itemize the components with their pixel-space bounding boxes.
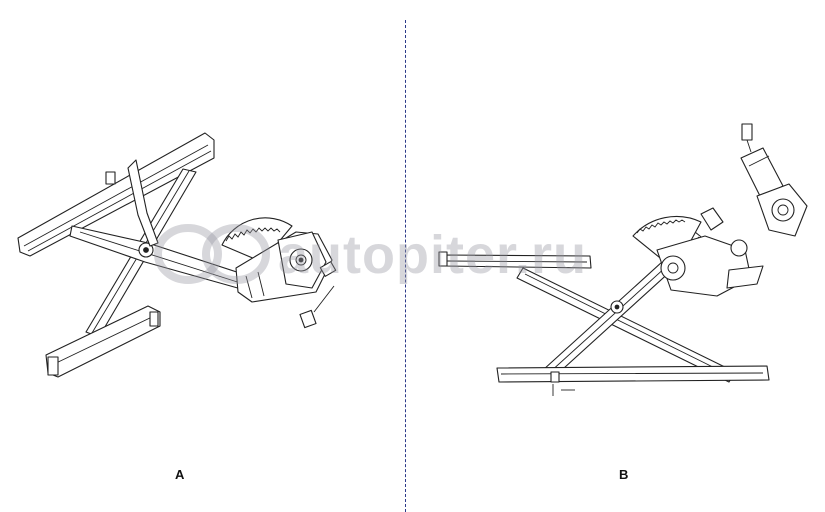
figure-a-label: A bbox=[175, 467, 185, 482]
figure-b-sector-gear bbox=[632, 207, 764, 297]
center-divider-line bbox=[405, 20, 406, 512]
watermark-logo-icon bbox=[154, 224, 270, 284]
figure-a-bolt bbox=[299, 285, 335, 329]
figure-b-label: B bbox=[619, 467, 629, 482]
figure-b-glass-channel bbox=[438, 251, 592, 269]
figure-b-motor bbox=[740, 123, 808, 237]
figure-b-window-regulator bbox=[438, 123, 808, 396]
figure-b-lower-rail bbox=[496, 365, 770, 396]
figure-a-motor-housing bbox=[235, 231, 337, 303]
watermark-text: autopiter.ru bbox=[278, 225, 588, 285]
figure-a-upper-rail bbox=[17, 132, 215, 257]
figure-a-scissor-arms bbox=[69, 159, 256, 338]
figure-a-window-regulator bbox=[17, 132, 337, 378]
figure-a-sector-gear bbox=[221, 217, 293, 263]
watermark: autopiter.ru bbox=[148, 218, 688, 288]
figure-a-lower-rail bbox=[45, 305, 161, 378]
